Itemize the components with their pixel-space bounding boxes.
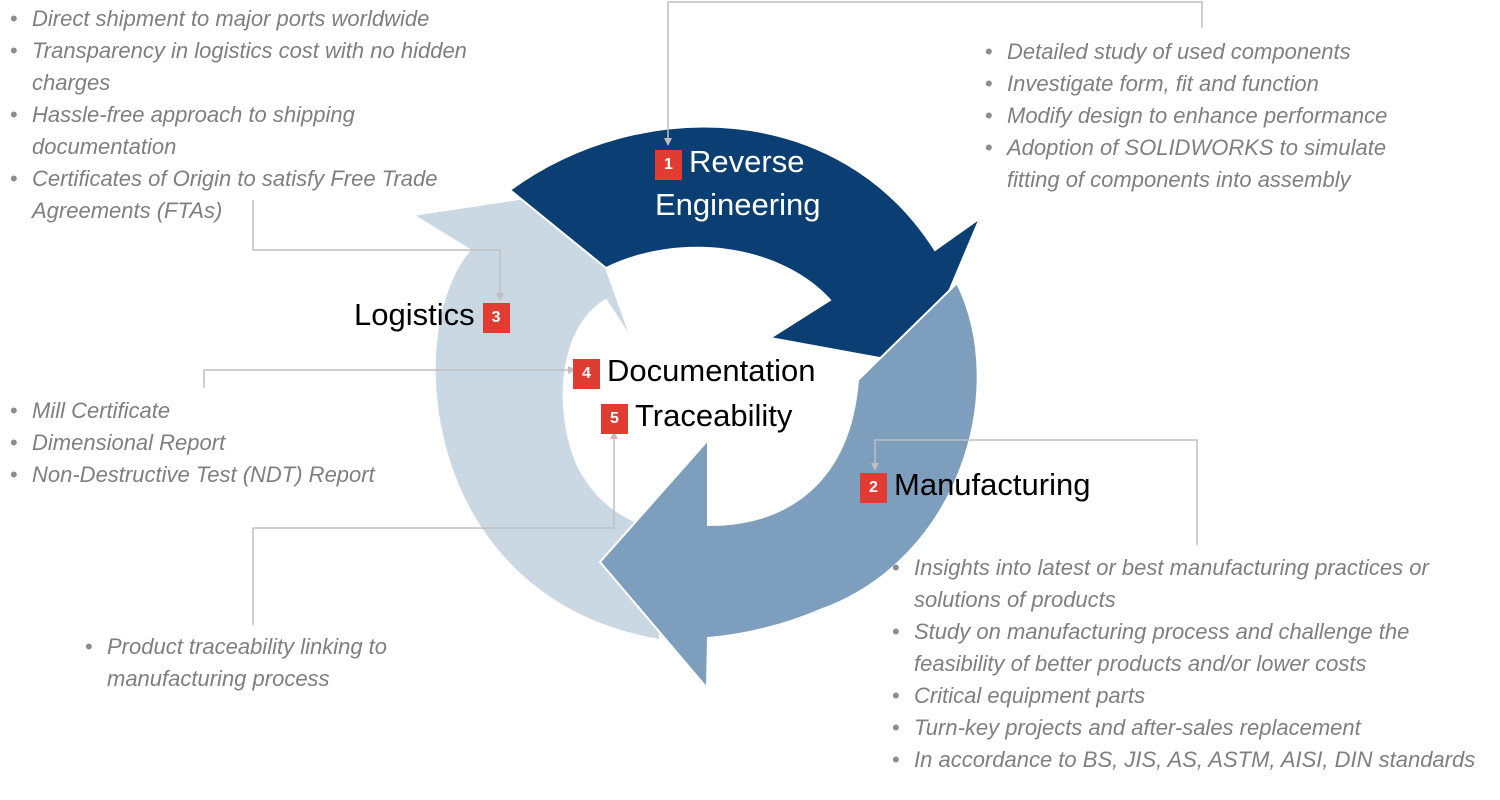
list-item: Hassle-free approach to shipping documen… — [10, 99, 490, 163]
logistics-title: Logistics — [354, 297, 475, 332]
badge-3: 3 — [482, 303, 510, 333]
reverse-engineering-arrow — [508, 125, 983, 367]
list-item: Product traceability linking to manufact… — [85, 631, 405, 695]
list-item: In accordance to BS, JIS, AS, ASTM, AISI… — [892, 744, 1492, 776]
reverse-engineering-points: Detailed study of used components Invest… — [985, 36, 1425, 196]
arrowhead-reverse-engineering — [664, 138, 672, 146]
reverse-engineering-title-line1: Reverse — [689, 144, 805, 179]
badge-1: 1 — [655, 150, 682, 180]
list-item: Dimensional Report — [10, 427, 430, 459]
list-item: Turn-key projects and after-sales replac… — [892, 712, 1492, 744]
logistics-points: Direct shipment to major ports worldwide… — [10, 3, 490, 227]
list-item: Direct shipment to major ports worldwide — [10, 3, 490, 35]
list-item: Certificates of Origin to satisfy Free T… — [10, 163, 490, 227]
connector-arrowheads — [496, 138, 879, 471]
traceability-title: Traceability — [635, 398, 793, 433]
manufacturing-arrow — [598, 281, 979, 691]
traceability-points: Product traceability linking to manufact… — [85, 631, 405, 695]
connector-manufacturing — [874, 439, 1198, 545]
badge-4: 4 — [573, 359, 600, 389]
reverse-engineering-title-line2: Engineering — [655, 187, 821, 222]
arrowhead-traceability — [610, 431, 618, 439]
arrowhead-logistics — [496, 293, 504, 301]
documentation-title: Documentation — [607, 353, 816, 388]
arrowhead-manufacturing — [871, 463, 879, 471]
list-item: Mill Certificate — [10, 395, 430, 427]
connector-traceability — [252, 437, 615, 625]
manufacturing-points: Insights into latest or best manufacturi… — [892, 552, 1492, 776]
connector-reverse-engineering — [667, 1, 1203, 140]
list-item: Detailed study of used components — [985, 36, 1425, 68]
connector-documentation — [203, 369, 570, 388]
list-item: Non-Destructive Test (NDT) Report — [10, 459, 430, 491]
list-item: Transparency in logistics cost with no h… — [10, 35, 490, 99]
list-item: Study on manufacturing process and chall… — [892, 616, 1492, 680]
badge-2: 2 — [860, 473, 887, 503]
list-item: Critical equipment parts — [892, 680, 1492, 712]
badge-5: 5 — [601, 404, 628, 434]
list-item: Modify design to enhance performance — [985, 100, 1425, 132]
manufacturing-title: Manufacturing — [894, 467, 1091, 502]
documentation-points: Mill Certificate Dimensional Report Non-… — [10, 395, 430, 491]
arrowhead-documentation — [568, 366, 576, 374]
list-item: Insights into latest or best manufacturi… — [892, 552, 1492, 616]
list-item: Investigate form, fit and function — [985, 68, 1425, 100]
list-item: Adoption of SOLIDWORKS to simulate fitti… — [985, 132, 1425, 196]
